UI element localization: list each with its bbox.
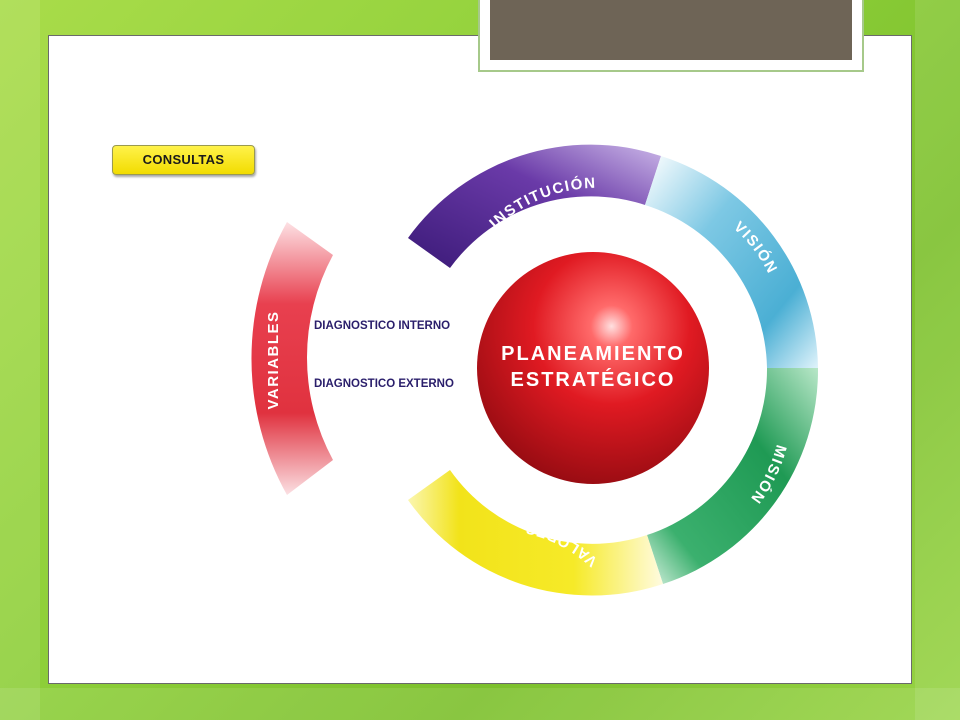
ring-segment-valores[interactable] — [408, 470, 663, 596]
variables-arc[interactable] — [251, 222, 333, 495]
diagnostico-interno-label: DIAGNOSTICO INTERNO — [314, 320, 450, 332]
ring-segment-mision[interactable] — [647, 368, 819, 584]
center-sphere[interactable] — [477, 252, 709, 484]
title-placeholder[interactable] — [478, 0, 864, 72]
consultas-button[interactable]: CONSULTAS — [112, 145, 255, 175]
background-stripe — [0, 0, 40, 720]
ring-segment-institucion[interactable] — [408, 144, 661, 268]
variables-label: VARIABLES — [265, 310, 282, 409]
center-label-line1: PLANEAMIENTO — [501, 343, 685, 365]
diagnostico-externo-label: DIAGNOSTICO EXTERNO — [314, 378, 454, 390]
background-stripe — [0, 688, 960, 720]
background-stripe — [915, 0, 960, 720]
ring-segment-vision[interactable] — [645, 156, 818, 368]
title-bar — [490, 0, 852, 60]
center-label-line2: ESTRATÉGICO — [511, 368, 676, 391]
